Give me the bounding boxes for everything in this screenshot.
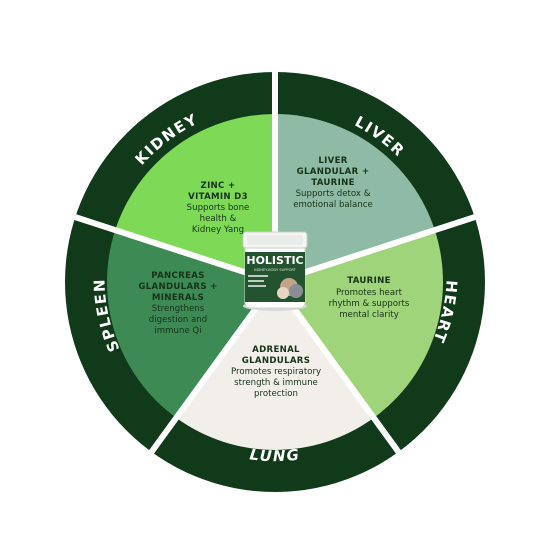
liver-title-line-1: LIVER [318,156,347,166]
segment-divider [272,280,404,457]
segment-text-heart: TAURINE Promotes heart rhythm & supports… [329,276,410,320]
segment-text-lung: ADRENAL GLANDULARS Promotes respiratory … [231,345,321,399]
spleen-text-line-1: Strengthens [152,304,205,314]
lung-text-line-2: strength & immune [234,378,318,388]
lung-text-line-3: protection [254,389,298,399]
segment-divider [274,213,480,285]
organ-label-lung: LUNG [249,445,302,465]
spleen-title-line-1: PANCREAS [151,271,204,281]
lung-title-line-1: ADRENAL [252,345,300,355]
liver-title-line-2: GLANDULAR + [297,167,370,177]
kidney-text-line-1: Supports bone [187,203,250,213]
spleen-text-line-2: digestion and [149,315,207,325]
segment-text-spleen: PANCREAS GLANDULARS + MINERALS Strengthe… [138,271,217,336]
heart-title-line-1: TAURINE [347,276,391,286]
spleen-title-line-3: MINERALS [152,293,204,303]
segment-text-kidney: ZINC + VITAMIN D3 Supports bone health &… [187,181,250,235]
spleen-title-line-2: GLANDULARS + [138,282,217,292]
liver-text-line-1: Supports detox & [296,189,371,199]
segment-divider [70,213,276,285]
segment-heart [275,230,444,418]
spleen-text-line-3: immune Qi [154,326,201,336]
supplement-jar-icon: HOLISTIC KIDNEY-BODY SUPPORT [242,231,308,311]
product-brand: HOLISTIC [246,254,303,267]
lung-text-line-1: Promotes respiratory [231,367,321,377]
kidney-text-line-2: health & [200,214,237,224]
heart-text-line-1: Promotes heart [336,288,403,298]
heart-text-line-2: rhythm & supports [329,299,410,309]
lung-title-line-2: GLANDULARS [242,356,310,366]
kidney-title-line-2: VITAMIN D3 [188,192,248,202]
liver-text-line-2: emotional balance [293,200,373,210]
segment-spleen [106,230,275,418]
segment-text-liver: LIVER GLANDULAR + TAURINE Supports detox… [293,156,373,210]
segment-divider [146,280,278,457]
product-subtitle: KIDNEY-BODY SUPPORT [254,268,297,272]
kidney-text-line-3: Kidney Yang [192,225,244,235]
segment-lung [176,282,374,450]
kidney-title-line-1: ZINC + [201,181,236,191]
liver-title-line-3: TAURINE [311,178,355,188]
heart-text-line-3: mental clarity [339,310,399,320]
